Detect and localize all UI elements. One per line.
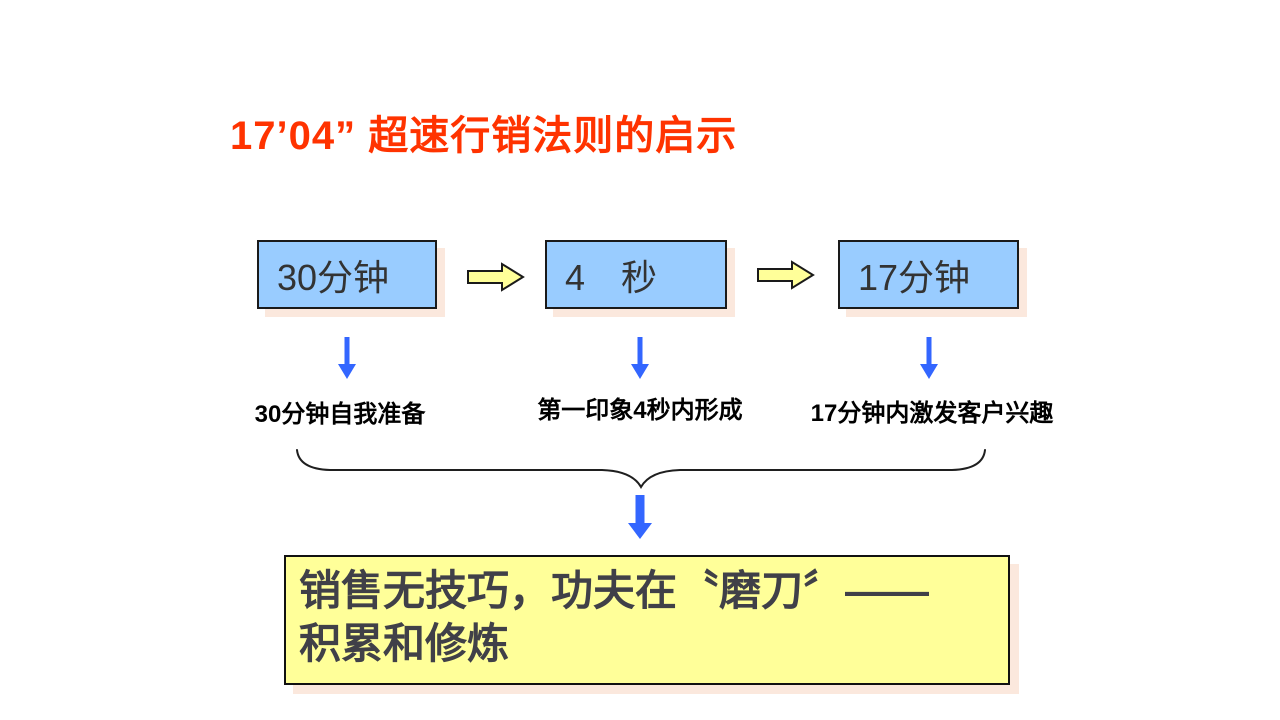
step-box-30min: 30分钟: [257, 240, 437, 309]
step-box-17min-label: 17分钟: [858, 256, 971, 298]
slide-title: 17’04” 超速行销法则的启示: [230, 114, 738, 158]
step-box-17min: 17分钟: [838, 240, 1019, 309]
step-box-30min-label: 30分钟: [277, 256, 390, 298]
conclusion-box: 销售无技巧，功夫在〝磨刀〞—— 积累和修炼: [284, 555, 1010, 685]
underbrace-icon: [296, 449, 986, 490]
conclusion-line-1: 销售无技巧，功夫在〝磨刀〞——: [299, 567, 930, 614]
down-arrow-icon: [631, 337, 649, 379]
down-arrow-icon: [628, 495, 652, 539]
step-caption-4sec: 第一印象4秒内形成: [537, 397, 743, 424]
down-arrow-icon: [338, 337, 356, 379]
step-box-4sec-label: 4 秒: [565, 256, 658, 298]
step-box-4sec: 4 秒: [545, 240, 727, 309]
step-caption-30min: 30分钟自我准备: [254, 401, 426, 428]
down-arrow-icon: [920, 337, 938, 379]
right-arrow-icon: [757, 260, 815, 290]
right-arrow-icon: [467, 262, 525, 292]
conclusion-line-2: 积累和修炼: [299, 620, 510, 667]
step-caption-17min: 17分钟内激发客户兴趣: [810, 400, 1054, 427]
